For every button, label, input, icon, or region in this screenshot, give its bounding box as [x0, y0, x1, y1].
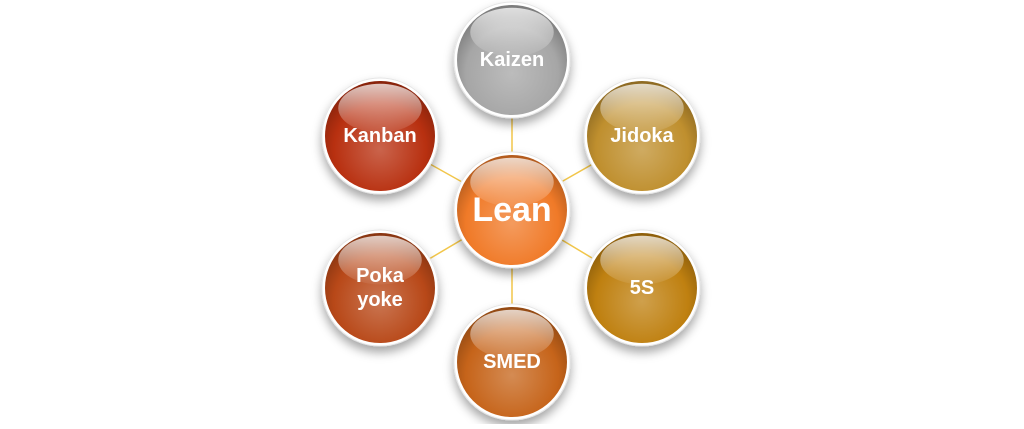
node-kanban-gloss [338, 83, 422, 133]
node-label-jidoka: Jidoka [610, 125, 674, 147]
node-kanban: Kanban [321, 77, 439, 195]
node-label-kaizen: Kaizen [480, 49, 544, 71]
node-smed-gloss [470, 309, 554, 359]
node-kaizen-gloss [470, 7, 554, 57]
node-kaizen: Kaizen [453, 1, 571, 119]
node-label-5s: 5S [630, 277, 654, 299]
node-label-smed: SMED [483, 351, 541, 373]
node-jidoka: Jidoka [583, 77, 701, 195]
center-bubble: Lean [453, 151, 571, 269]
node-5s: 5S [583, 229, 701, 347]
node-5s-gloss [600, 235, 684, 285]
node-label-poka-yoke: Poka [356, 265, 405, 287]
node-jidoka-gloss [600, 83, 684, 133]
center-node: Lean [453, 151, 571, 269]
center-label: Lean [472, 191, 551, 229]
node-label-kanban: Kanban [343, 125, 416, 147]
node-label-poka-yoke: yoke [357, 289, 403, 311]
center-bubble-gloss [470, 157, 554, 207]
node-smed: SMED [453, 303, 571, 421]
node-poka-yoke-gloss [338, 235, 422, 285]
